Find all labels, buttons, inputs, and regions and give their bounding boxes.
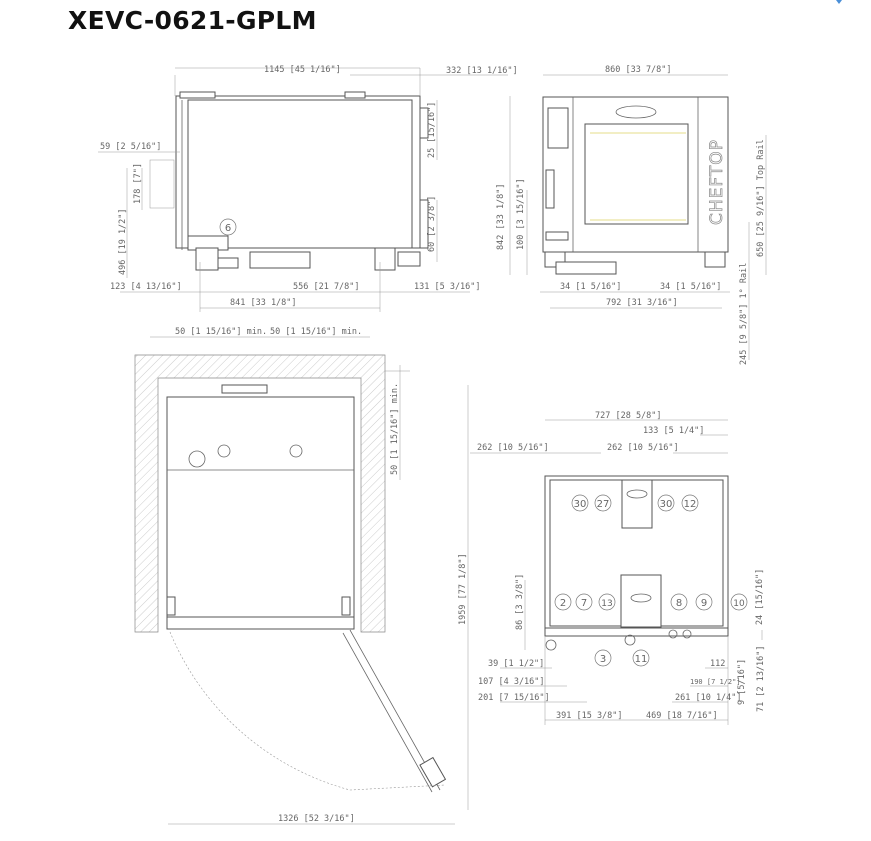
dim-123: 123 [4 13/16"] [110, 282, 182, 292]
svg-text:8: 8 [676, 598, 682, 609]
dim-clearance-rear: 50 [1 15/16"] min. [390, 383, 400, 475]
dim-107: 107 [4 3/16"] [478, 677, 545, 687]
callout-8: 8 [670, 593, 688, 611]
svg-text:11: 11 [635, 654, 648, 665]
callout-30-right: 30 [657, 494, 675, 512]
dim-clearance-left: 50 [1 15/16"] min. [175, 327, 267, 337]
callout-6 [219, 218, 237, 236]
dim-59: 59 [2 5/16"] [100, 142, 161, 152]
dim-261: 261 [10 1/4"] [675, 693, 742, 703]
callout-12: 12 [681, 494, 699, 512]
dim-133: 133 [5 1/4"] [643, 426, 704, 436]
callout-11: 11 [632, 649, 650, 667]
callout-10: 10 [730, 593, 748, 611]
dim-width-1145: 1145 [45 1/16"] [264, 65, 341, 75]
callout-6-label: 6 [225, 223, 231, 234]
brand-logo: CHEFTOP [707, 139, 727, 225]
svg-text:9: 9 [701, 598, 707, 609]
dim-792: 792 [31 3/16"] [606, 298, 678, 308]
svg-text:30: 30 [660, 499, 673, 510]
side-view: 1145 [45 1/16"] 332 [13 1/16"] 25 [15/16… [98, 65, 518, 312]
dim-39: 39 [1 1/2"] [488, 659, 544, 669]
dim-131: 131 [5 3/16"] [414, 282, 481, 292]
svg-text:12: 12 [684, 499, 697, 510]
svg-text:2: 2 [560, 598, 566, 609]
dim-262-right: 262 [10 5/16"] [607, 443, 679, 453]
dim-469: 469 [18 7/16"] [646, 711, 718, 721]
dim-391: 391 [15 3/8"] [556, 711, 623, 721]
svg-text:30: 30 [574, 499, 587, 510]
dim-860: 860 [33 7/8"] [605, 65, 672, 75]
dim-112: 112 [710, 659, 725, 669]
dim-201: 201 [7 15/16"] [478, 693, 550, 703]
dim-rear-332: 332 [13 1/16"] [446, 66, 518, 76]
dim-34-left: 34 [1 5/16"] [560, 282, 621, 292]
page-title: XEVC-0621-GPLM [68, 6, 317, 35]
dim-top-25: 25 [15/16"] [427, 102, 437, 158]
svg-text:7: 7 [581, 598, 587, 609]
callout-30-left: 30 [571, 494, 589, 512]
dim-100: 100 [3 15/16"] [516, 178, 526, 250]
front-view: CHEFTOP 860 [33 7/8"] 842 [33 1/8"] 100 … [496, 65, 767, 365]
dim-1326: 1326 [52 3/16"] [278, 814, 355, 824]
callout-13: 13 [598, 593, 616, 611]
svg-text:3: 3 [600, 654, 606, 665]
dim-24: 24 [15/16"] [755, 569, 765, 625]
dim-262-left: 262 [10 5/16"] [477, 443, 549, 453]
callout-7: 7 [575, 593, 593, 611]
callout-2: 2 [554, 593, 572, 611]
dim-9: 9 [5/16"] [737, 659, 747, 705]
callout-27: 27 [594, 494, 612, 512]
dim-190: 190 [7 1/2"] [690, 678, 741, 686]
dim-245-first-rail: 245 [9 5/8"] 1° Rail [739, 263, 749, 365]
callout-3: 3 [594, 649, 612, 667]
dim-34-right: 34 [1 5/16"] [660, 282, 721, 292]
dim-bottom-60: 60 [2 3/8"] [427, 196, 437, 252]
dim-clearance-right: 50 [1 15/16"] min. [270, 327, 362, 337]
svg-text:13: 13 [601, 599, 612, 609]
callout-9: 9 [695, 593, 713, 611]
dim-556: 556 [21 7/8"] [293, 282, 360, 292]
link-mark-icon [836, 0, 842, 4]
dim-727: 727 [28 5/8"] [595, 411, 662, 421]
dim-650-top-rail: 650 [25 9/16"] Top Rail [756, 139, 766, 257]
dim-1959: 1959 [77 1/8"] [458, 553, 468, 625]
dim-86: 86 [3 3/8"] [515, 574, 525, 630]
svg-text:10: 10 [733, 599, 745, 609]
top-view: 50 [1 15/16"] min. 50 [1 15/16"] min. 50… [134, 327, 469, 825]
dim-841: 841 [33 1/8"] [230, 298, 297, 308]
back-view: 727 [28 5/8"] 133 [5 1/4"] 262 [10 5/16"… [470, 411, 766, 725]
dim-178: 178 [7"] [133, 163, 143, 204]
dim-496: 496 [19 1/2"] [118, 208, 128, 275]
svg-text:27: 27 [597, 499, 610, 510]
dim-842: 842 [33 1/8"] [496, 183, 506, 250]
dim-71: 71 [2 13/16"] [756, 645, 766, 712]
